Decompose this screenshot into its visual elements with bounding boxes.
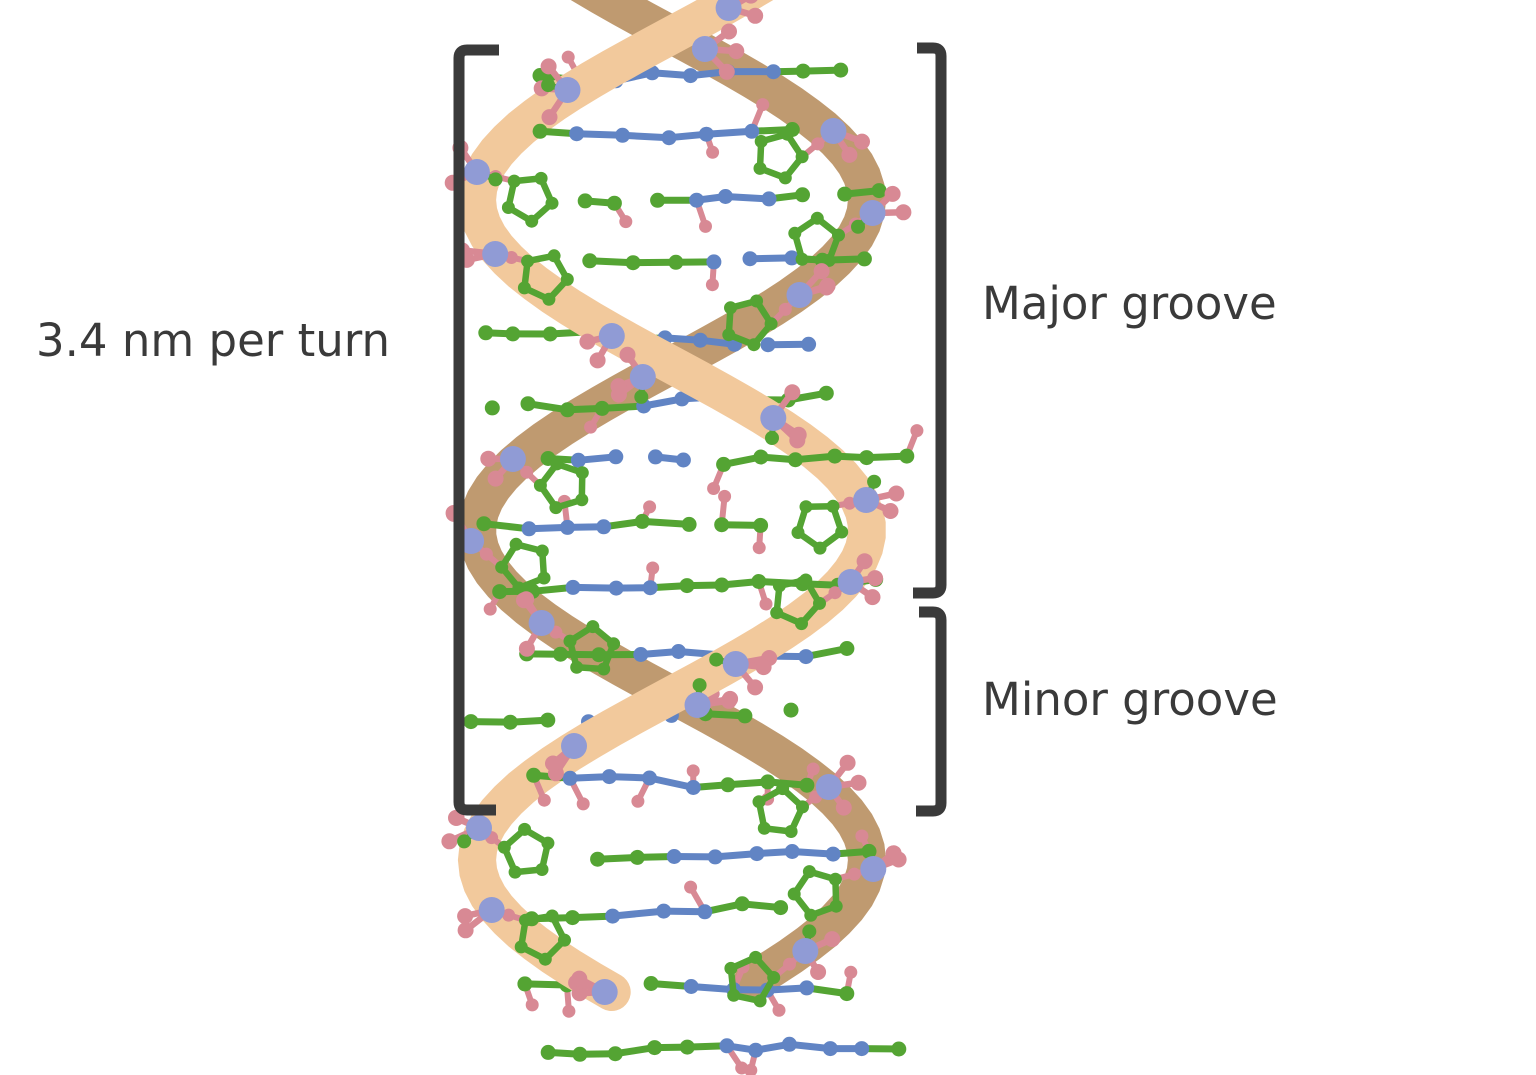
- double-helix-art: [441, 0, 924, 1075]
- major-groove-label: Major groove: [982, 277, 1277, 330]
- turn-length-label: 3.4 nm per turn: [36, 314, 390, 367]
- major-groove-bracket: [913, 42, 947, 599]
- minor-groove-label: Minor groove: [982, 673, 1278, 726]
- turn-length-bracket: [453, 44, 499, 816]
- minor-groove-bracket: [916, 606, 947, 817]
